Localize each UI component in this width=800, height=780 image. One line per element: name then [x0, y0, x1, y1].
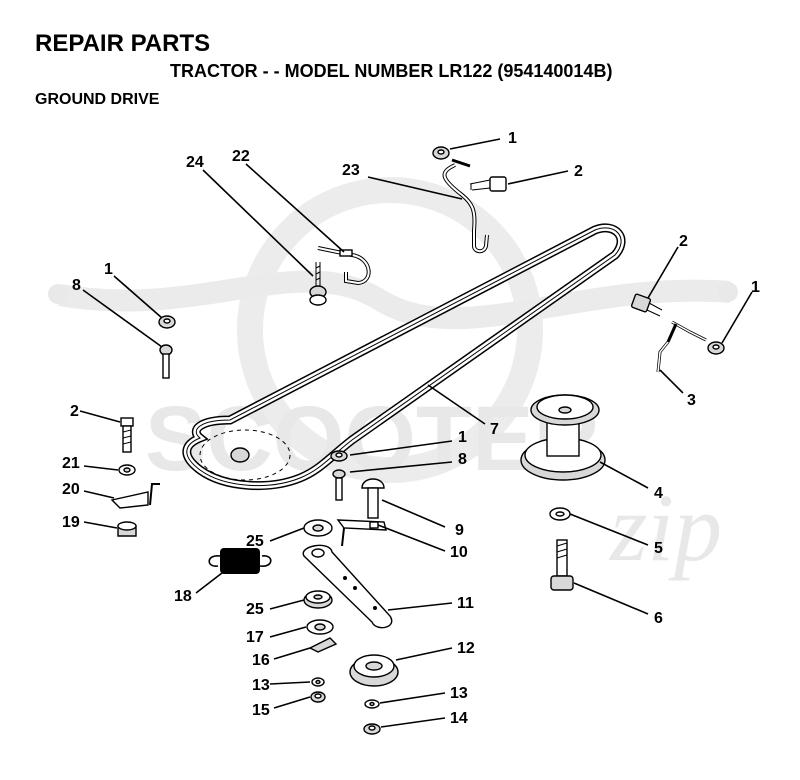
part-4-pulley	[520, 394, 606, 481]
callout-23: 23	[342, 162, 360, 179]
part-20-bracket	[110, 483, 160, 509]
part-3-bracket	[656, 320, 707, 373]
callout-16: 16	[252, 652, 270, 669]
watermark-text: SCOOTER	[145, 388, 600, 490]
callout-3: 3	[687, 392, 696, 409]
part-17-washer	[306, 619, 334, 635]
leader-lines	[79, 138, 753, 728]
part-24-bolt	[309, 262, 327, 306]
part-2-bolt-right	[630, 293, 663, 317]
part-5-washer	[549, 507, 571, 521]
part-6-bolt	[550, 539, 574, 591]
callout-11: 11	[457, 595, 474, 612]
callout-19: 19	[62, 514, 80, 531]
callout-1: 1	[458, 429, 467, 446]
part-21-washer	[118, 464, 136, 476]
part-1-nut-center	[330, 450, 348, 462]
callout-22: 22	[232, 148, 250, 165]
callout-14: 14	[450, 710, 468, 727]
callout-13: 13	[252, 677, 270, 694]
callout-2: 2	[574, 163, 583, 180]
callout-1: 1	[751, 279, 760, 296]
part-2-bolt-left	[120, 417, 134, 453]
callout-24: 24	[186, 154, 204, 171]
page-title: REPAIR PARTS	[35, 30, 211, 57]
callout-18: 18	[174, 588, 192, 605]
callout-9: 9	[455, 522, 464, 539]
part-22-bracket	[317, 246, 371, 286]
callout-1: 1	[508, 130, 517, 147]
part-23-rod	[442, 158, 489, 254]
watermark: SCOOTER zip	[48, 177, 738, 581]
part-11-idler-arm	[302, 544, 393, 629]
callout-25: 25	[246, 601, 264, 618]
part-25-spacer-lower	[303, 590, 333, 609]
part-1-nut-right	[707, 341, 725, 355]
part-10-arm	[336, 519, 387, 547]
part-13-washer-right	[364, 699, 380, 709]
callouts: 1 2 23 24 22 2 1 1 8 3 7 2 1 21 8 4 20 9…	[62, 130, 760, 727]
part-9-carriage-bolt	[361, 478, 385, 519]
callout-12: 12	[457, 640, 475, 657]
callout-1: 1	[104, 261, 113, 278]
part-18-spring	[208, 548, 272, 574]
callout-8: 8	[458, 451, 467, 468]
callout-21: 21	[62, 455, 80, 472]
callout-20: 20	[62, 481, 80, 498]
callout-2: 2	[70, 403, 79, 420]
part-25-spacer-upper	[303, 519, 333, 537]
part-16-clip	[308, 637, 338, 653]
callout-7: 7	[490, 421, 499, 438]
part-13-washer-left	[311, 677, 325, 687]
part-14-nut	[363, 723, 381, 735]
callout-2: 2	[679, 233, 688, 250]
watermark-script: zip	[608, 474, 722, 581]
callout-6: 6	[654, 610, 663, 627]
callout-5: 5	[654, 540, 663, 557]
model-subtitle: TRACTOR - - MODEL NUMBER LR122 (95414001…	[170, 61, 613, 81]
part-2-bolt-top	[469, 176, 507, 192]
part-7-belt	[182, 223, 626, 490]
part-19-nut	[117, 521, 137, 537]
part-1-nut-left	[158, 315, 176, 329]
callout-4: 4	[654, 485, 663, 502]
part-8-stud-center	[332, 469, 346, 501]
part-8-stud-left	[159, 344, 173, 379]
callout-17: 17	[246, 629, 264, 646]
callout-15: 15	[252, 702, 270, 719]
part-12-idler-pulley	[349, 654, 399, 687]
callout-10: 10	[450, 544, 468, 561]
callout-8: 8	[72, 277, 81, 294]
part-1-nut-top	[432, 146, 450, 160]
callout-25: 25	[246, 533, 264, 550]
callout-13: 13	[450, 685, 468, 702]
section-title: GROUND DRIVE	[35, 91, 160, 108]
part-15-nut	[310, 691, 326, 703]
